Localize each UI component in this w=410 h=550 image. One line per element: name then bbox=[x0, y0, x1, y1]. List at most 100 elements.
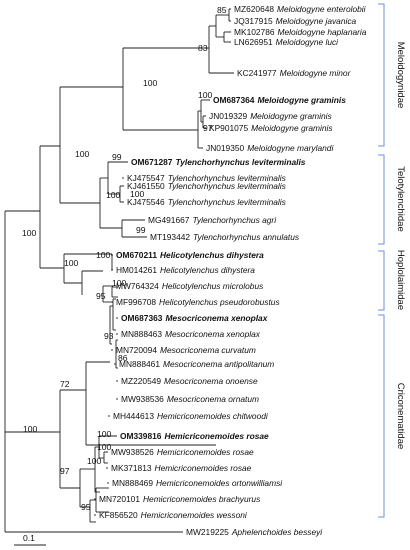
accession-number: OM339816 bbox=[120, 431, 162, 441]
accession-number: MF996708 bbox=[116, 297, 156, 307]
support-value: 100 bbox=[64, 258, 79, 268]
species-name: Aphelenchoides besseyi bbox=[231, 527, 323, 537]
species-name: Mesocriconema curvatum bbox=[160, 345, 256, 355]
accession-number: MZ620648 bbox=[234, 4, 274, 14]
support-value: 97 bbox=[203, 123, 213, 133]
species-name: Meloidogyne minor bbox=[280, 68, 352, 78]
accession-number: MW938536 bbox=[121, 394, 164, 404]
support-value: 100 bbox=[22, 228, 37, 238]
species-name: Meloidogyne haplanaria bbox=[278, 27, 367, 37]
species-name: Tylenchorhynchus leviterminalis bbox=[168, 197, 287, 207]
support-value: 100 bbox=[96, 250, 111, 260]
species-name: Meloidogyne graminis bbox=[251, 123, 333, 133]
species-name: Tylenchorhynchus agri bbox=[192, 215, 277, 225]
species-name: Hemicriconemoides rosae bbox=[157, 447, 254, 457]
species-name: Mesocriconema antipolitanum bbox=[163, 359, 274, 369]
accession-number: KP901075 bbox=[209, 123, 248, 133]
tree-branches bbox=[4, 8, 234, 533]
family-label-meloidogynidae: Meloidogynidae bbox=[395, 42, 406, 109]
species-name: Meloidogyne graminis bbox=[250, 111, 332, 121]
species-name: Mesocriconema onoense bbox=[164, 376, 258, 386]
species-name: Hemicriconemoides chitwoodi bbox=[157, 411, 269, 421]
bracket-telotylenchidae bbox=[378, 154, 385, 245]
species-name: Hemicriconemoides brachyurus bbox=[143, 494, 261, 504]
accession-number: MW938526 bbox=[111, 447, 154, 457]
support-value: 100 bbox=[75, 149, 90, 159]
accession-number: OM670211 bbox=[116, 250, 157, 260]
accession-number: LN626951 bbox=[234, 37, 273, 47]
accession-number: HM014261 bbox=[116, 265, 157, 275]
accession-number: KC241977 bbox=[237, 68, 277, 78]
accession-number: OM671287 bbox=[131, 157, 173, 167]
accession-number: MN888463 bbox=[121, 329, 162, 339]
support-value: 100 bbox=[143, 78, 158, 88]
accession-number: JN019350 bbox=[206, 143, 245, 153]
accession-number: KJ475547 bbox=[127, 173, 165, 183]
support-value: 85 bbox=[217, 5, 227, 15]
species-name: Helicotylenchus microlobus bbox=[162, 281, 264, 291]
support-value: 93 bbox=[104, 331, 114, 341]
accession-number: MG491667 bbox=[148, 215, 190, 225]
accession-number: OM687364 bbox=[213, 95, 255, 105]
species-name: Meloidogyne enterolobii bbox=[277, 4, 367, 14]
bracket-hoplolaimidae bbox=[378, 250, 385, 311]
accession-number: KJ475546 bbox=[127, 197, 165, 207]
support-value: 100 bbox=[106, 190, 121, 200]
support-value: 83 bbox=[198, 43, 208, 53]
support-value: 100 bbox=[23, 424, 38, 434]
species-name: Hemicriconemoides ortonwilliamsi bbox=[156, 478, 283, 488]
support-value: 100 bbox=[198, 90, 213, 100]
accession-number: MW219225 bbox=[186, 527, 229, 537]
accession-number: KJ461550 bbox=[127, 181, 165, 191]
species-name: Helicotylenchus dihystera bbox=[160, 250, 264, 260]
support-value: 99 bbox=[136, 225, 146, 235]
accession-number: KF856520 bbox=[99, 510, 138, 520]
species-name: Helicotylenchus dihystera bbox=[160, 265, 255, 275]
scale-bar: 0.1 bbox=[14, 533, 46, 546]
accession-number: JQ317915 bbox=[234, 16, 273, 26]
support-value: 86 bbox=[118, 353, 128, 363]
family-label-telotylenchidae: Telotylenchidae bbox=[395, 166, 406, 232]
species-name: Mesocriconema xenoplax bbox=[165, 329, 261, 339]
species-name: Helicotylenchus pseudorobustus bbox=[159, 297, 280, 307]
accession-number: MZ220549 bbox=[121, 376, 161, 386]
scale-bar-label: 0.1 bbox=[23, 533, 35, 543]
support-value: 100 bbox=[130, 189, 145, 199]
accession-number: JN019329 bbox=[209, 111, 248, 121]
species-name: Mesocriconema ornatum bbox=[167, 394, 259, 404]
bracket-meloidogynidae bbox=[378, 3, 385, 147]
accession-number: MH444613 bbox=[113, 411, 154, 421]
species-name: Meloidogyne luci bbox=[276, 37, 340, 47]
species-name: Meloidogyne graminis bbox=[257, 95, 346, 105]
accession-number: MT193442 bbox=[150, 232, 190, 242]
accession-number: MK371813 bbox=[111, 463, 152, 473]
accession-number: MN888469 bbox=[112, 478, 153, 488]
accession-number: OM687363 bbox=[121, 313, 163, 323]
accession-number: MK102786 bbox=[234, 27, 275, 37]
species-name: Tylenchorhynchus leviterminalis bbox=[175, 157, 305, 167]
support-value: 100 bbox=[87, 456, 102, 466]
species-name: Tylenchorhynchus leviterminalis bbox=[168, 181, 287, 191]
support-value: 100 bbox=[97, 442, 112, 452]
